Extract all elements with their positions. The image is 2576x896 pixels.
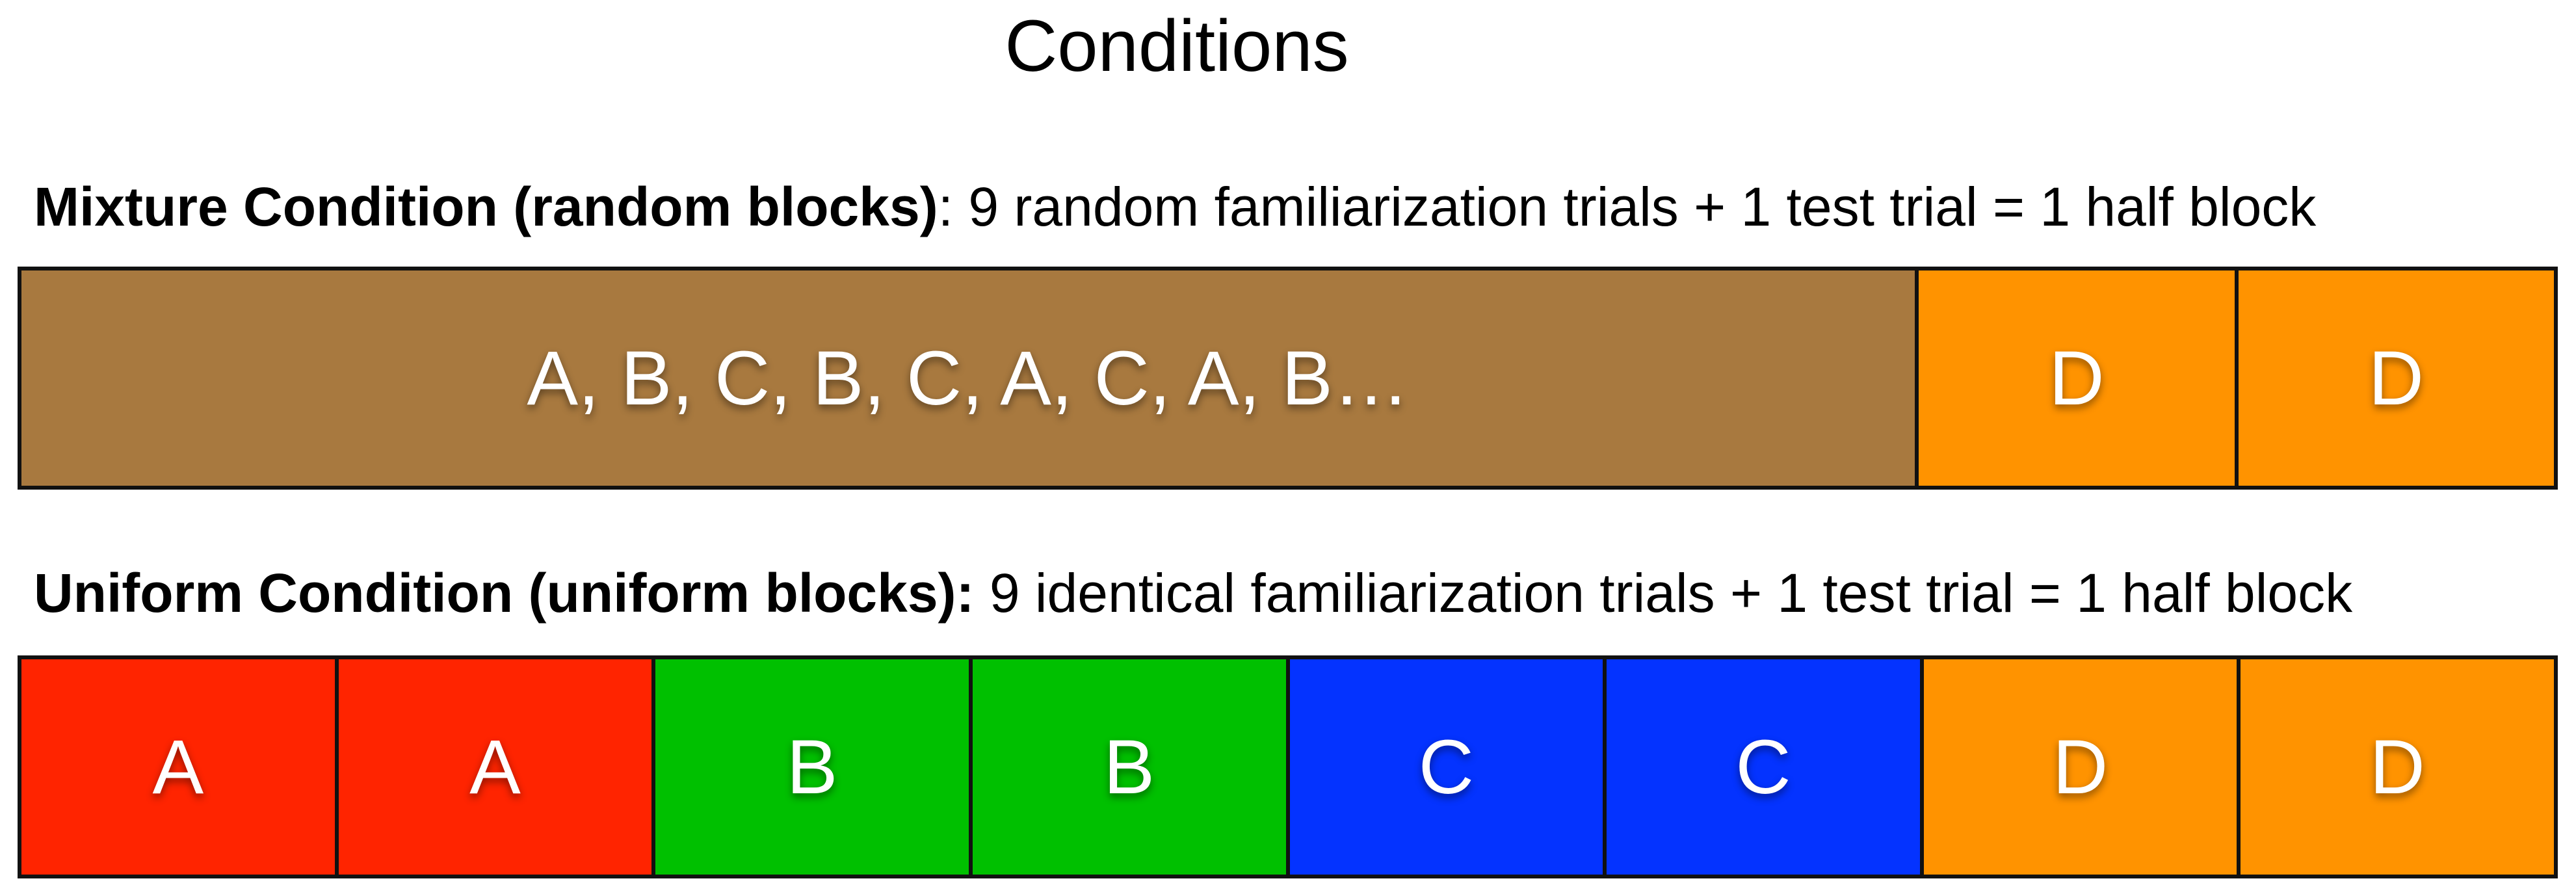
mixture-test-segment: D — [1915, 270, 2235, 486]
mixture-caption-lead: Mixture Condition (random blocks) — [34, 176, 938, 237]
uniform-segment-b: B — [968, 659, 1286, 875]
uniform-caption: Uniform Condition (uniform blocks): 9 id… — [34, 560, 2352, 626]
uniform-bar: A A B B C C D D — [18, 655, 2558, 878]
mixture-bar: A, B, C, B, C, A, C, A, B… D D — [18, 267, 2558, 490]
mixture-random-sequence: A, B, C, B, C, A, C, A, B… — [21, 270, 1915, 486]
uniform-segment-c: C — [1285, 659, 1603, 875]
uniform-caption-rest: 9 identical familiarization trials + 1 t… — [974, 562, 2353, 624]
uniform-test-segment: D — [2237, 659, 2554, 875]
mixture-caption-rest: : 9 random familiarization trials + 1 te… — [938, 176, 2317, 237]
uniform-segment-a: A — [334, 659, 652, 875]
diagram-title: Conditions — [1005, 5, 1349, 86]
uniform-segment-b: B — [651, 659, 969, 875]
mixture-test-segment: D — [2234, 270, 2554, 486]
uniform-segment-a: A — [21, 659, 335, 875]
mixture-caption: Mixture Condition (random blocks): 9 ran… — [34, 174, 2316, 239]
uniform-segment-c: C — [1603, 659, 1920, 875]
uniform-caption-lead: Uniform Condition (uniform blocks): — [34, 562, 975, 624]
uniform-test-segment: D — [1919, 659, 2237, 875]
